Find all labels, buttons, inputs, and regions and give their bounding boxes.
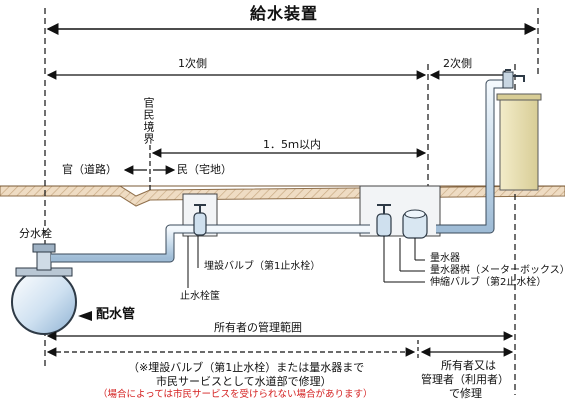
branch-valve-body — [36, 249, 52, 271]
ground-band — [0, 185, 565, 207]
note-line1: （※埋設バルブ（第1止水栓）または量水器まで — [128, 361, 365, 374]
branch-valve-label: 分水栓 — [19, 227, 52, 240]
public-side-label: 官（道路） — [62, 163, 117, 176]
main-pipe-label: 配水管 — [96, 307, 136, 322]
owner-range-label: 所有者の管理範囲 — [214, 321, 302, 334]
valve-box-label: 止水栓筺 — [180, 291, 220, 302]
note-line2: 市民サービスとして水道部で修理） — [156, 375, 332, 388]
meter-box-shape — [359, 185, 441, 237]
buried-valve-shape — [193, 212, 207, 236]
expansion-valve-shape — [376, 213, 392, 237]
distance-label: 1．5ｍ以内 — [263, 138, 321, 151]
tank-shape — [499, 97, 539, 191]
owner-repair-line1: 所有者又は — [441, 359, 496, 372]
secondary-side-label: 2次側 — [443, 57, 472, 70]
meter-box-label: 量水器桝（メーターボックス） — [430, 265, 565, 276]
tank-lid — [496, 93, 542, 101]
service-pipe — [51, 224, 370, 263]
diagram-title: 給水装置 — [250, 4, 319, 23]
branch-valve-cap — [32, 243, 56, 253]
buried-valve-label: 埋設バルブ（第1止水栓） — [204, 261, 321, 272]
faucet-body — [502, 71, 514, 89]
owner-repair-line2: 管理者（利用者） — [421, 373, 509, 386]
owner-repair-line3: で修理 — [449, 387, 482, 400]
boundary-label: 官民境界 — [142, 97, 155, 145]
expansion-valve-label: 伸縮バルブ（第2止水栓） — [430, 277, 547, 288]
primary-side-label: 1次側 — [178, 57, 207, 70]
main-pipe-shape — [11, 269, 77, 335]
faucet-spout — [513, 75, 525, 82]
note-red: （場合によっては市民サービスを受けられない場合があります） — [98, 389, 373, 400]
meter-label: 量水器 — [430, 253, 460, 264]
service-pipe-2 — [436, 79, 505, 234]
main-pipe-pointer — [78, 311, 92, 321]
private-side-label: 民（宅地） — [177, 163, 232, 176]
